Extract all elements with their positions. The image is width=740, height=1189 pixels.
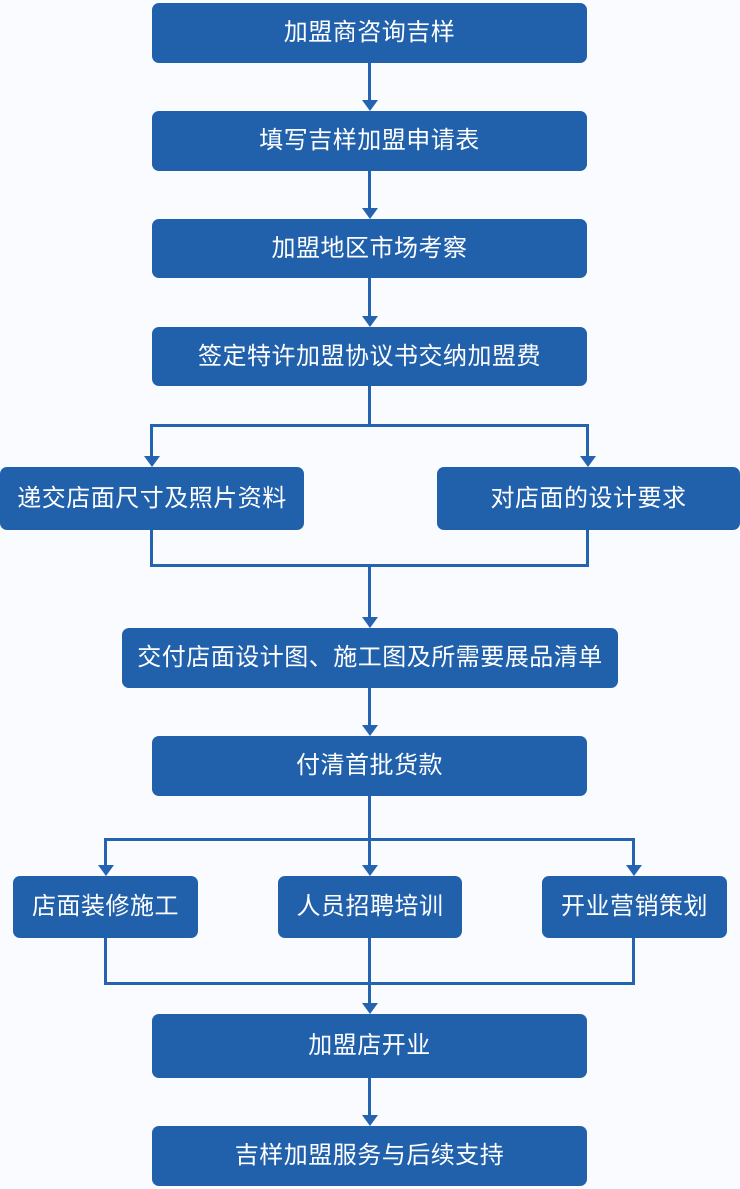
- flow-connector: [586, 530, 589, 567]
- flow-connector: [150, 424, 153, 456]
- flow-node-consult: 加盟商咨询吉样: [152, 3, 587, 63]
- flow-node-market-survey: 加盟地区市场考察: [152, 219, 587, 278]
- flow-connector: [368, 938, 371, 1003]
- flow-connector: [104, 838, 107, 865]
- flow-node-staff-recruitment: 人员招聘培训: [278, 876, 462, 938]
- flow-node-opening-marketing: 开业营销策划: [542, 876, 727, 938]
- flow-connector: [368, 1078, 371, 1115]
- flow-node-store-opening: 加盟店开业: [152, 1014, 587, 1078]
- flow-node-design-requirements: 对店面的设计要求: [437, 467, 740, 530]
- arrowhead-down-icon: [626, 865, 642, 876]
- arrowhead-down-icon: [362, 316, 378, 327]
- flow-connector: [368, 278, 371, 316]
- arrowhead-down-icon: [362, 1003, 378, 1014]
- flow-node-pay-first-order: 付清首批货款: [152, 736, 587, 796]
- flow-connector: [368, 564, 371, 617]
- flow-node-followup-support: 吉样加盟服务与后续支持: [152, 1126, 587, 1186]
- arrowhead-down-icon: [144, 456, 160, 467]
- flow-node-deliver-drawings: 交付店面设计图、施工图及所需要展品清单: [122, 628, 618, 688]
- arrowhead-down-icon: [362, 100, 378, 111]
- flow-connector-branch: [104, 838, 635, 841]
- flow-node-store-renovation: 店面装修施工: [13, 876, 198, 938]
- flow-connector: [586, 424, 589, 456]
- flow-connector: [632, 838, 635, 865]
- flow-connector-merge: [104, 982, 635, 985]
- arrowhead-down-icon: [362, 865, 378, 876]
- flow-connector: [368, 63, 371, 100]
- flow-node-application-form: 填写吉样加盟申请表: [152, 111, 587, 171]
- arrowhead-down-icon: [362, 208, 378, 219]
- arrowhead-down-icon: [362, 1115, 378, 1126]
- arrowhead-down-icon: [580, 456, 596, 467]
- arrowhead-down-icon: [362, 617, 378, 628]
- flow-connector: [368, 796, 371, 865]
- flow-connector: [104, 938, 107, 985]
- arrowhead-down-icon: [98, 865, 114, 876]
- flow-connector: [632, 938, 635, 985]
- arrowhead-down-icon: [362, 725, 378, 736]
- flow-connector: [368, 386, 371, 424]
- flow-connector: [368, 171, 371, 208]
- flow-connector: [150, 530, 153, 567]
- flow-connector-branch: [150, 424, 589, 427]
- flow-node-submit-store-info: 递交店面尺寸及照片资料: [0, 467, 304, 530]
- flow-node-sign-agreement: 签定特许加盟协议书交纳加盟费: [152, 327, 587, 386]
- flow-connector: [368, 688, 371, 725]
